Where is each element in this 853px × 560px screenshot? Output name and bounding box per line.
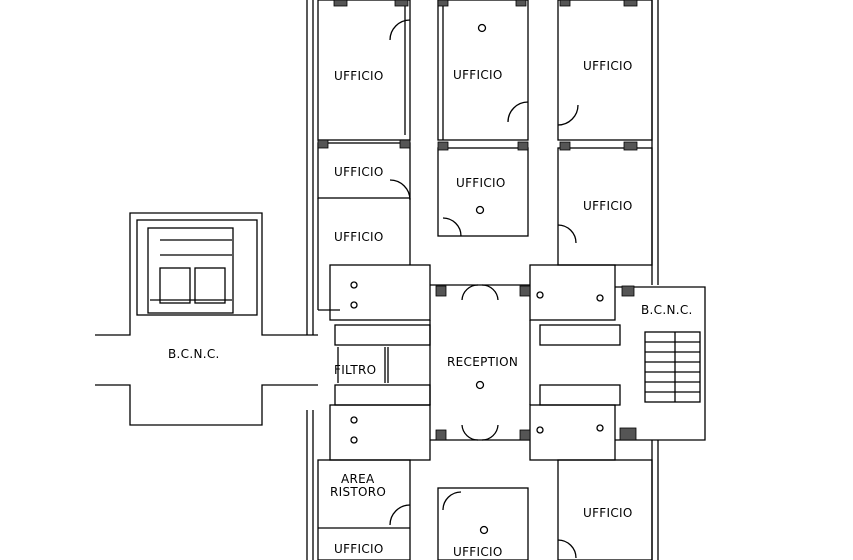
room-label-reception: RECEPTION <box>447 355 519 369</box>
structural-columns <box>317 0 638 441</box>
room-label-office-8: UFFICIO <box>583 506 633 520</box>
room-label-bcnc-right: B.C.N.C. <box>641 303 693 317</box>
room-label-office-9: UFFICIO <box>334 542 384 556</box>
room-label-office-7: UFFICIO <box>334 230 384 244</box>
room-label-office-2: UFFICIO <box>453 68 503 82</box>
room-label-bcnc-left: B.C.N.C. <box>168 347 220 361</box>
room-label-office-1: UFFICIO <box>334 69 384 83</box>
room-label-office-4: UFFICIO <box>334 165 384 179</box>
room-label-refreshment-line2: RISTORO <box>330 485 387 499</box>
room-label-office-3: UFFICIO <box>583 59 633 73</box>
walls <box>95 0 706 560</box>
room-label-filter: FILTRO <box>334 363 377 377</box>
room-label-refreshment-line1: AREA <box>341 472 375 486</box>
room-label-office-10: UFFICIO <box>453 545 503 559</box>
room-label-office-6: UFFICIO <box>583 199 633 213</box>
room-label-office-5: UFFICIO <box>456 176 506 190</box>
